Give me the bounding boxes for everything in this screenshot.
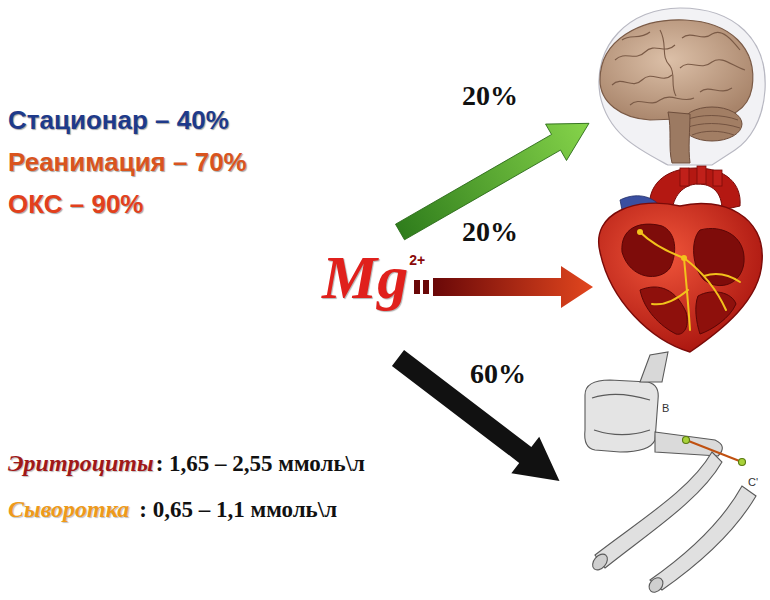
ion-charge: 2+	[409, 252, 425, 268]
sample-name: Сыворотка	[8, 496, 129, 524]
sample-name: Эритроциты	[8, 450, 154, 478]
percent-label: 20%	[462, 80, 518, 112]
arrow-brain	[390, 105, 600, 250]
heart-picture	[599, 166, 763, 352]
statistic-label: Реанимация – 70%	[8, 148, 247, 178]
arrow-heart	[414, 266, 593, 308]
brain-picture	[599, 8, 765, 165]
ion-symbol: Mg	[322, 246, 408, 308]
point-letter: B	[662, 402, 669, 415]
range-value: : 1,65 – 2,55 ммоль\л	[156, 451, 365, 477]
percent-label: 20%	[462, 216, 518, 248]
point-letter: C'	[748, 476, 758, 489]
statistic-label: ОКС – 90%	[8, 190, 143, 220]
range-value: : 0,65 – 1,1 ммоль\л	[139, 497, 337, 523]
statistic-label: Стационар – 40%	[8, 106, 229, 136]
arrow-bone	[384, 340, 573, 500]
bone-picture	[585, 352, 756, 595]
percent-label: 60%	[470, 358, 526, 390]
